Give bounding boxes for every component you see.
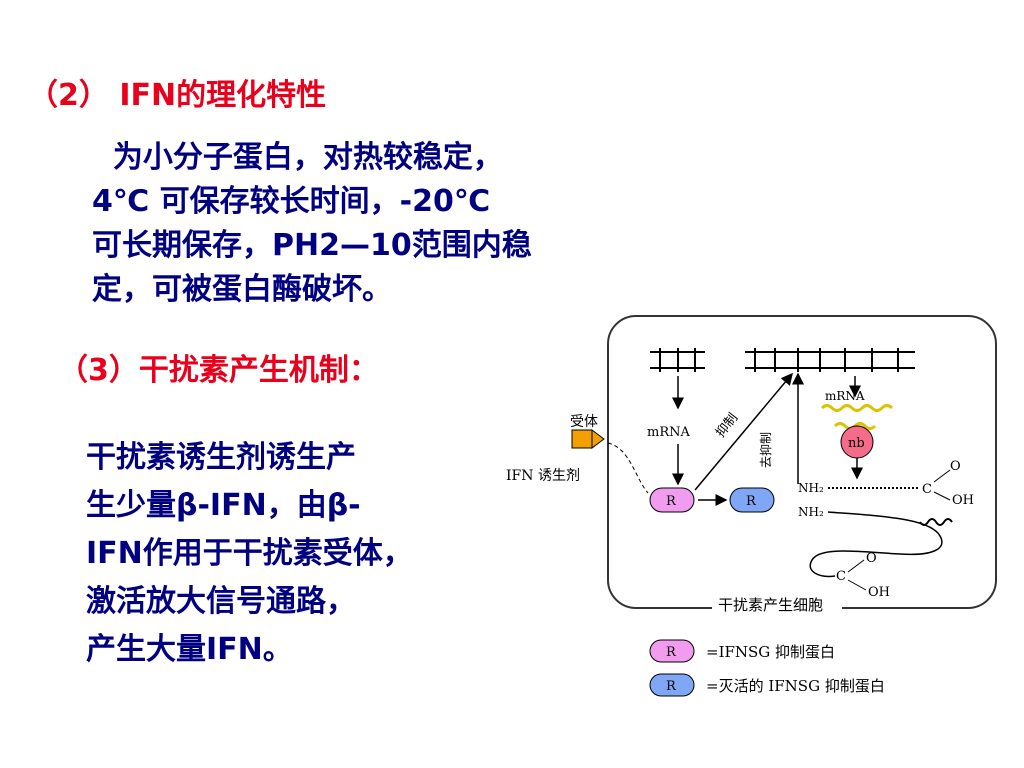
paragraph-line: 激活放大信号通路， — [86, 584, 356, 619]
r-protein-blue — [729, 487, 775, 513]
nh2-bottom-label: NH₂ — [798, 505, 824, 519]
carboxyl-oh: OH — [952, 493, 974, 508]
legend: R =IFNSG 抑制蛋白 R =灭活的 IFNSG 抑制蛋白 — [649, 639, 885, 697]
legend-text: =IFNSG 抑制蛋白 — [706, 643, 835, 661]
folded-peptide — [809, 511, 943, 578]
r-label: R — [746, 494, 757, 509]
section-2-heading: （2） IFN的理化特性 — [28, 78, 327, 113]
bond — [933, 491, 951, 501]
paragraph-line: 为小分子蛋白，对热较稳定， — [92, 140, 503, 175]
legend-swatch-label: R — [666, 679, 677, 694]
receptor-shape — [591, 429, 605, 449]
bond — [847, 559, 865, 573]
carboxyl-c: C — [922, 482, 932, 497]
inhibit-arrow — [694, 372, 793, 491]
section-3-heading: （3）干扰素产生机制： — [58, 353, 379, 388]
paragraph-line: 干扰素诱生剂诱生产 — [86, 440, 356, 475]
paragraph-line: IFN作用于干扰素受体， — [86, 536, 413, 571]
legend-swatch-blue — [649, 673, 695, 697]
carboxyl-oh: OH — [868, 585, 890, 600]
carboxyl-o: O — [866, 551, 877, 566]
bond — [933, 469, 951, 483]
receptor-shape — [571, 429, 593, 449]
derepress-label: 去抑制 — [758, 432, 773, 468]
paragraph-line: 产生大量IFN。 — [86, 632, 293, 667]
paragraph-line: 生少量β-IFN，由β- — [86, 488, 361, 523]
receptor-label: 受体 — [570, 414, 598, 430]
mrna-right-label: mRNA — [825, 389, 865, 403]
helix-segment — [919, 518, 953, 526]
legend-swatch-label: R — [666, 645, 677, 660]
ribosome-label: nb — [848, 436, 865, 451]
carboxyl-c: C — [836, 569, 846, 584]
paragraph-line: 4℃ 可保存较长时间，-20℃ — [92, 184, 491, 219]
paragraph-line: 定，可被蛋白酶破坏。 — [92, 272, 392, 307]
bond — [847, 579, 867, 591]
section-2-paragraph: 为小分子蛋白，对热较稳定， 4℃ 可保存较长时间，-20℃ 可长期保存，PH2—… — [92, 136, 532, 312]
r-protein-pink — [649, 487, 695, 513]
ifn-production-diagram: 受体 IFN 诱生剂 mRNA R R 抑制 去抑制 mRNA nb NH₂ C… — [506, 315, 997, 697]
mrna-strand — [820, 404, 894, 412]
legend-text: =灭活的 IFNSG 抑制蛋白 — [706, 677, 885, 695]
signal-path — [607, 442, 649, 494]
paragraph-line: 可长期保存，PH2—10范围内稳 — [92, 228, 532, 263]
carboxyl-o: O — [950, 459, 961, 474]
gene-bar-left — [650, 348, 705, 372]
cell-boundary — [607, 315, 997, 609]
legend-swatch-pink — [649, 639, 695, 663]
mrna-left-label: mRNA — [647, 425, 690, 440]
cell-label: 干扰素产生细胞 — [718, 596, 823, 614]
r-label: R — [666, 494, 677, 509]
gene-bar-right — [745, 348, 915, 372]
cell-label-bg — [712, 594, 842, 616]
nh2-top-label: NH₂ — [798, 481, 824, 495]
section-3-paragraph: 干扰素诱生剂诱生产 生少量β-IFN，由β- IFN作用于干扰素受体， 激活放大… — [86, 434, 413, 674]
inducer-label: IFN 诱生剂 — [506, 468, 580, 484]
inhibit-label: 抑制 — [713, 411, 741, 441]
